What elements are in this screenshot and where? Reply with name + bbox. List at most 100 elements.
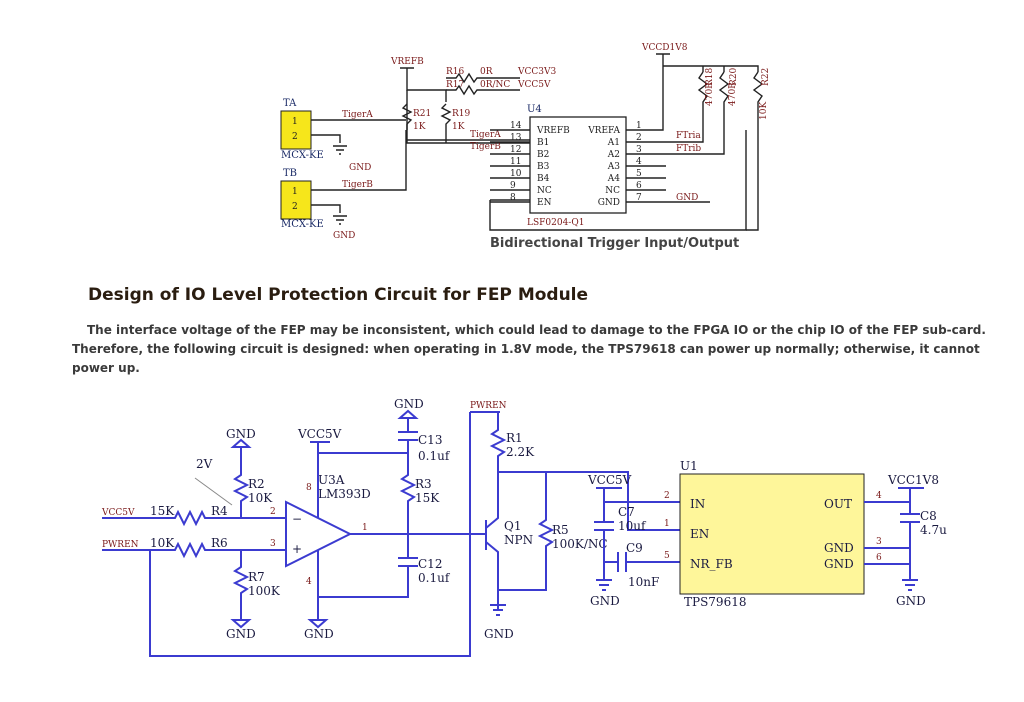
ftria-net: FTria (676, 131, 701, 141)
two-v-pointer (194, 477, 233, 506)
two-v-annotation: 2V (196, 457, 213, 471)
r7-ref: R7 (248, 570, 265, 584)
c13-value: 0.1uf (418, 449, 451, 463)
gnd-u3a-label: GND (304, 627, 334, 641)
vcc5v-ldo-net: VCC5V (587, 473, 632, 487)
r20-resistor (626, 71, 730, 155)
c12-wire (318, 533, 470, 598)
u4-right-stubs (626, 165, 710, 203)
u1-pin-en: EN (690, 527, 709, 541)
gnd-r2-label: GND (226, 427, 256, 441)
section-title: Design of IO Level Protection Circuit fo… (88, 285, 589, 305)
u3a-plus: + (292, 542, 302, 556)
r18-ref: R18 (705, 67, 715, 86)
u4-left-pin-number: 13 (510, 133, 522, 143)
u4-left-pin-name: B4 (537, 174, 550, 184)
en-loop-wire (489, 130, 747, 231)
r22-resistor (746, 71, 764, 231)
tb-pin1: 1 (292, 187, 298, 197)
u1-part: TPS79618 (684, 595, 746, 609)
pwren-input-net: PWREN (102, 540, 139, 550)
r4-wire (102, 509, 286, 527)
r6-value: 10K (150, 536, 175, 550)
u4-left-pin-number: 11 (510, 157, 521, 167)
tb-connector (280, 180, 312, 220)
gnd-ta-label: GND (349, 163, 371, 173)
gnd-u4-net: GND (676, 193, 698, 203)
tb-wires (311, 130, 407, 213)
u4-left-pin-number: 8 (510, 193, 516, 203)
u1-num-6: 6 (876, 553, 882, 563)
figure-caption: Bidirectional Trigger Input/Output (490, 236, 740, 251)
r19-resistor (440, 103, 452, 143)
u4-left-pin-name: NC (537, 186, 552, 196)
u1-num-4: 4 (876, 491, 882, 501)
c12-value: 0.1uf (418, 571, 451, 585)
q1-type: NPN (504, 533, 533, 547)
u4-part: LSF0204-Q1 (527, 218, 584, 228)
u4-left-pin-name: B3 (537, 162, 550, 172)
u4-left-pin-number: 10 (510, 169, 522, 179)
vcc5v-input-net: VCC5V (101, 508, 135, 518)
tiger-a-b1: TigerA (470, 130, 501, 140)
c9-wire (604, 552, 680, 572)
vccd1v8-net: VCCD1V8 (641, 43, 688, 53)
u1-num-3: 3 (876, 537, 882, 547)
ta-label: TA (283, 98, 297, 109)
ta-pin2: 2 (292, 132, 298, 142)
u4-right-pin-name: GND (598, 198, 620, 208)
pwren-top-net: PWREN (470, 401, 507, 411)
r2-value: 10K (248, 491, 273, 505)
r17-value: 0R/NC (480, 80, 510, 90)
u4-right-pin-number: 5 (636, 169, 642, 179)
c8-wire (864, 487, 924, 591)
u1-body (679, 473, 865, 595)
vrefb-net: VREFB (390, 57, 424, 67)
gnd-out-label: GND (896, 594, 926, 608)
r2-ref: R2 (248, 477, 265, 491)
body-paragraph: The interface voltage of the FEP may be … (72, 323, 986, 375)
c8-ref: C8 (920, 509, 937, 523)
u1-ref: U1 (680, 459, 698, 473)
u3a-power (307, 441, 408, 629)
r6-ref: R6 (211, 536, 228, 550)
c12-ref: C12 (418, 557, 442, 571)
r5-ref: R5 (552, 523, 569, 537)
r2-resistor (230, 438, 252, 518)
u3a-pin-plus: 3 (270, 539, 276, 549)
r4-ref: R4 (211, 504, 228, 518)
ta-connector (280, 110, 312, 150)
u4-right-pin-number: 4 (636, 157, 642, 167)
c8-value: 4.7u (920, 523, 947, 537)
vcc5v-net-top: VCC5V (517, 80, 551, 90)
u4-right-pin-name: A1 (607, 138, 620, 148)
r21-resistor (401, 103, 413, 125)
r16-ref: R16 (446, 67, 465, 77)
r22-value: 10K (759, 102, 769, 120)
tb-part-label: MCX-KE (281, 219, 324, 230)
u4-right-pin-number: 6 (636, 181, 642, 191)
ftrib-net: FTrib (676, 144, 701, 154)
gnd-tb-label: GND (333, 231, 355, 241)
r3-value: 15K (415, 491, 440, 505)
r7-resistor (230, 550, 252, 629)
r19-ref: R19 (452, 109, 471, 119)
vcc5v-opamp-net: VCC5V (297, 427, 342, 441)
q1-ref: Q1 (504, 519, 521, 533)
gnd-q1-label: GND (484, 627, 514, 641)
u1-num-1: 1 (664, 519, 670, 529)
u3a-pin4: 4 (306, 577, 312, 587)
r1-value: 2.2K (506, 445, 535, 459)
u4-left-pin-number: 14 (510, 121, 522, 131)
vcc1v8-net: VCC1V8 (887, 473, 939, 487)
u4-right-pin-number: 1 (636, 121, 642, 131)
u1-pin-in: IN (690, 497, 705, 511)
u4-right-pin-name: A4 (607, 174, 620, 184)
u4-left-pin-name: EN (537, 198, 552, 208)
ta-pin1: 1 (292, 117, 298, 127)
u4-right-pin-number: 2 (636, 133, 642, 143)
u1-pin-gnd1: GND (824, 541, 854, 555)
r6-wire (102, 541, 286, 559)
u4-left-pin-number: 12 (510, 145, 521, 155)
